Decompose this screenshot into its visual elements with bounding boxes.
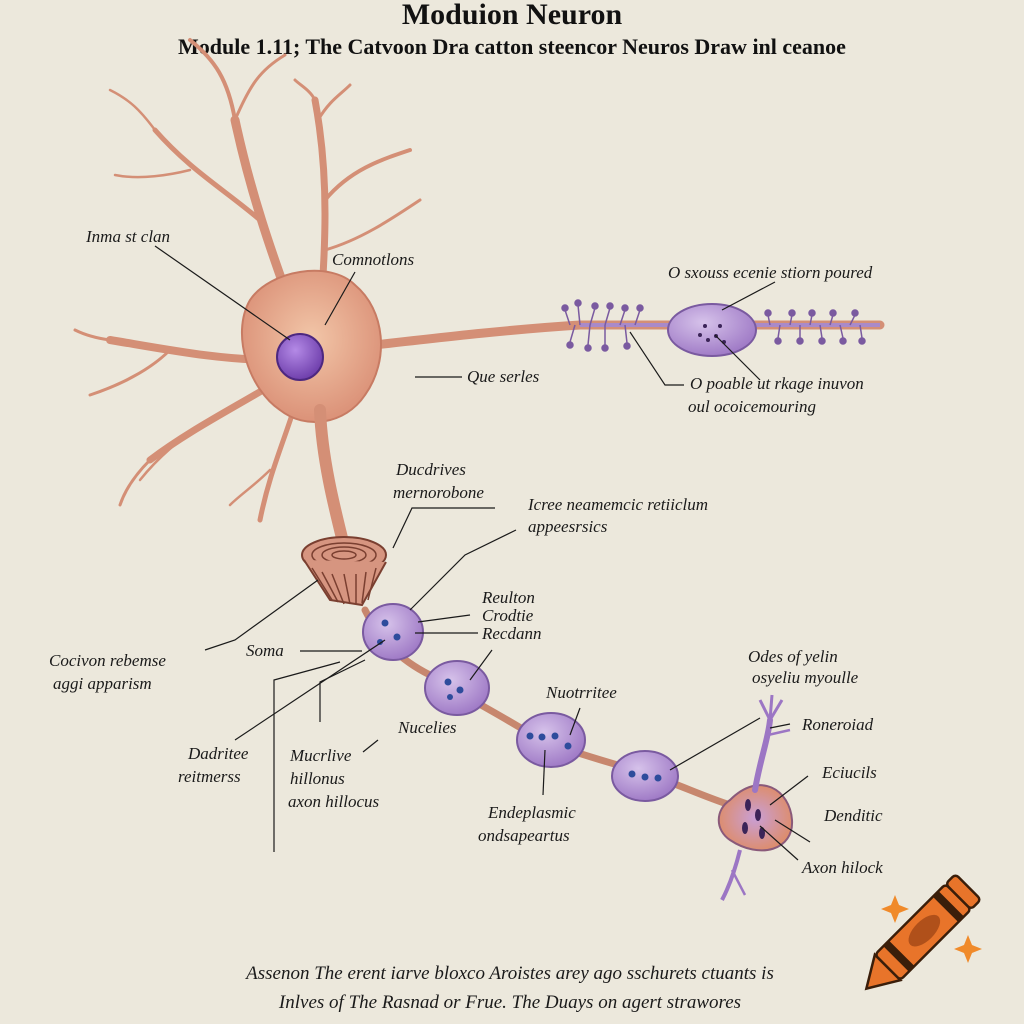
label-recdann: Recdann	[482, 624, 542, 643]
label-eciucils: Eciucils	[822, 763, 877, 782]
footer-line-1: Assenon The erent iarve bloxco Aroistes …	[246, 963, 774, 984]
leader-lines	[154, 245, 811, 861]
page-title: Moduion Neuron	[401, 0, 623, 31]
dendrites	[73, 38, 422, 523]
label-roneroiad: Roneroiad	[802, 715, 874, 734]
axon-hillock-cone	[301, 536, 387, 607]
label-dadritee-line2: reitmerss	[178, 767, 241, 786]
label-dadritee-line1: Dadritee	[188, 744, 249, 763]
footer-line-2: Inlves of The Rasnad or Frue. The Duays …	[278, 992, 742, 1013]
label-nucelies: Nucelies	[398, 718, 457, 737]
label-ducdrives-line1: Ducdrives	[396, 460, 466, 479]
label-ducdrives-line2: mernorobone	[393, 483, 484, 502]
label-reticulum-line1: Icree neamemcic retiiclum	[528, 495, 708, 514]
myelin-segments	[362, 603, 679, 802]
label-denditic: Denditic	[824, 806, 883, 825]
label-sxouss: O sxouss ecenie stiorn poured	[668, 263, 873, 282]
sparkle-icon	[881, 895, 982, 963]
soma-nucleus	[276, 333, 324, 381]
right-terminal	[561, 299, 866, 357]
label-endeplasmic-line2: ondsapeartus	[478, 826, 570, 845]
label-cocivon-line1: Cocivon rebemse	[49, 651, 166, 670]
axon-down	[314, 404, 351, 556]
label-inma-st-clan: Inma st clan	[86, 227, 171, 246]
label-soma: Soma	[246, 641, 284, 660]
label-nuotrritee: Nuotrritee	[546, 683, 617, 702]
label-crodtie: Crodtie	[482, 606, 534, 625]
label-que-serles: Que serles	[467, 367, 540, 386]
label-comnotlons: Comnotlons	[332, 250, 415, 269]
crayon-icon	[864, 874, 981, 991]
label-odes-line1: Odes of yelin	[748, 647, 838, 666]
label-endeplasmic-line1: Endeplasmic	[488, 803, 576, 822]
label-mucrlive-line1: Mucrlive	[290, 746, 352, 765]
label-poable-line2: oul ocoicemouring	[688, 397, 816, 416]
label-poable-line1: O poable ut rkage inuvon	[690, 374, 864, 393]
label-cocivon-line2: aggi apparism	[53, 674, 152, 693]
label-reticulum-line2: appeesrsics	[528, 517, 608, 536]
label-mucrlive-line3: axon hillocus	[288, 792, 380, 811]
label-axon-hilock: Axon hilock	[802, 858, 883, 877]
label-reulton: Reulton	[482, 588, 535, 607]
label-mucrlive-line2: hillonus	[290, 769, 345, 788]
label-odes-line2: osyeliu myoulle	[752, 668, 859, 687]
page-subtitle: Module 1.11; The Catvoon Dra catton stee…	[178, 34, 846, 59]
